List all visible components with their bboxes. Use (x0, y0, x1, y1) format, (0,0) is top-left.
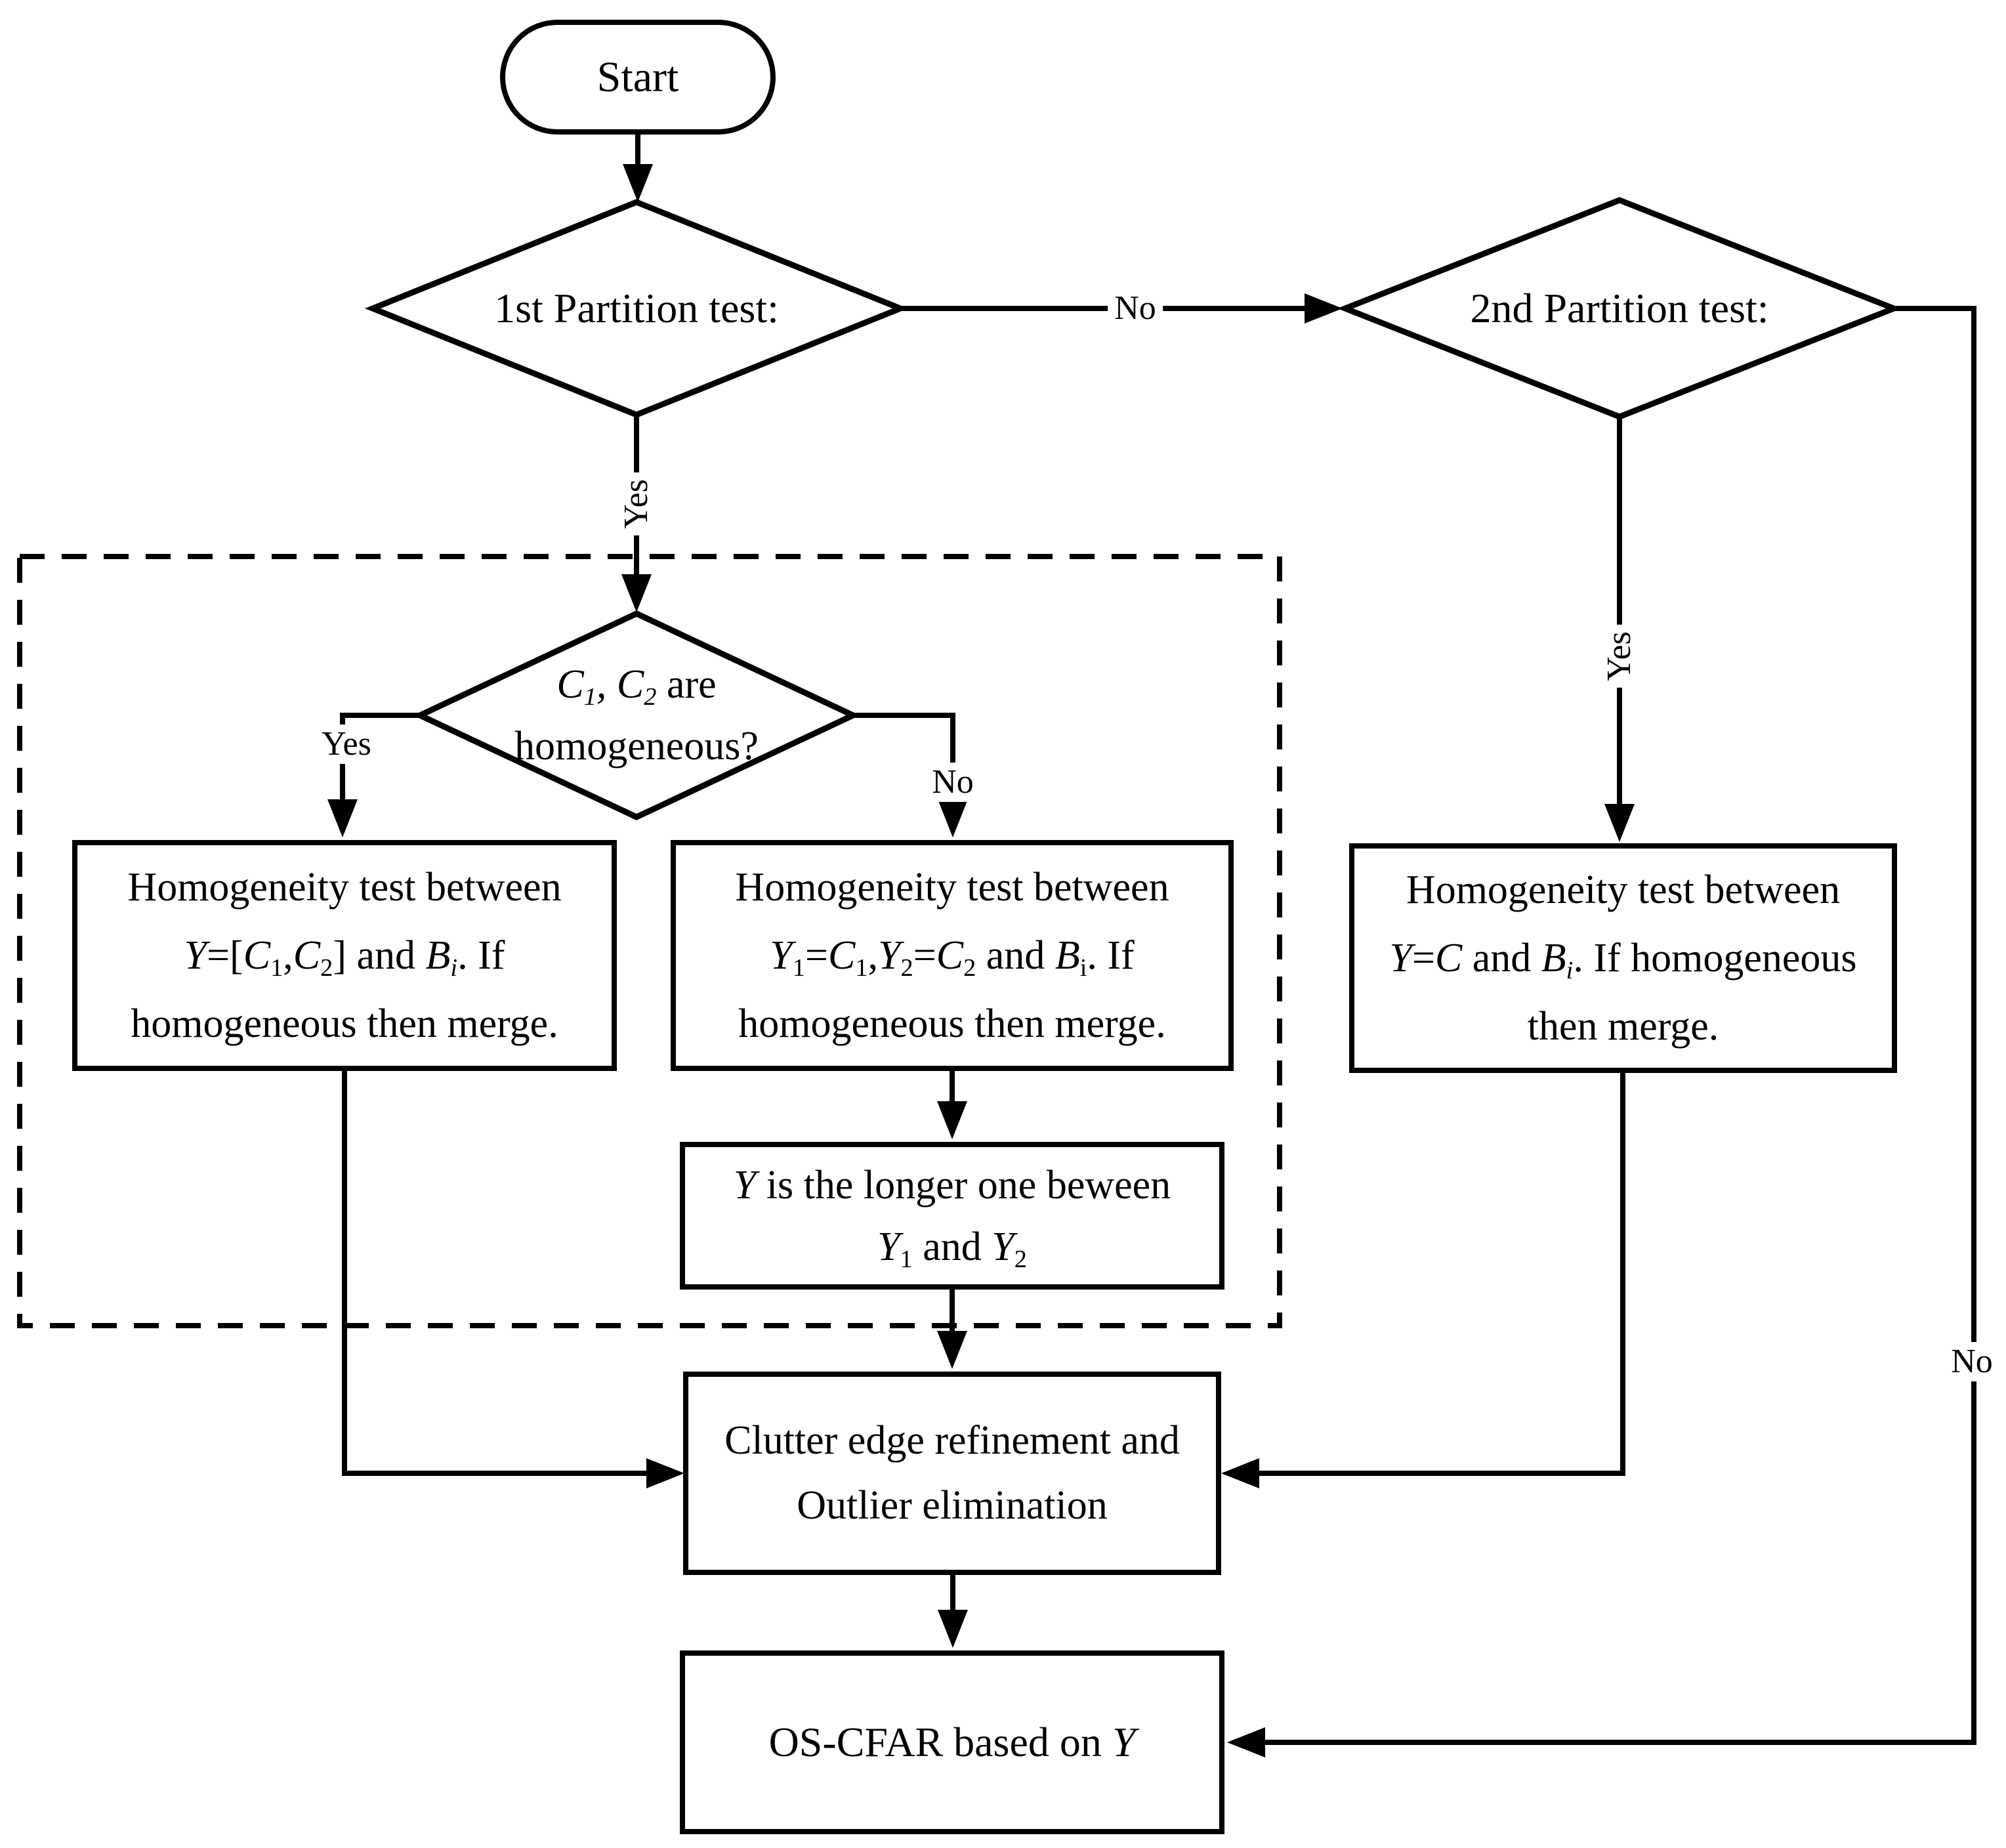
node-start: Start (500, 20, 776, 135)
arrowhead-into-oscfar-right (1227, 1727, 1265, 1757)
node-clutter-edge: Clutter edge refinement and Outlier elim… (683, 1372, 1221, 1575)
merge-whole-line3: then merge. (1527, 1004, 1719, 1049)
clutter-line2: Outlier elimination (797, 1483, 1108, 1528)
node-os-cfar: OS-CFAR based on Y (680, 1650, 1224, 1834)
arrowhead-into-merge-whole (1604, 804, 1635, 842)
edge-label-partition1-yes: Yes (617, 472, 656, 536)
y-longer-line1: Y is the longer one beween (733, 1162, 1171, 1208)
merge-whole-line1: Homogeneity test between (1406, 868, 1841, 912)
node-y-longer: Y is the longer one beween Y1 and Y2 (680, 1142, 1224, 1290)
arrowhead-into-oscfar-top (938, 1610, 968, 1648)
arrowhead-into-clutter-top (937, 1331, 967, 1369)
edge-partition2-no (1264, 306, 1976, 1745)
arrowhead-into-clutter-left (646, 1458, 684, 1488)
arrowhead-into-c1c2 (621, 574, 652, 612)
edge-c1c2-yes (340, 713, 420, 801)
os-cfar-label: OS-CFAR based on Y (768, 1719, 1136, 1765)
node-merge-test-whole: Homogeneity test between Y=C and Bi. If … (1349, 843, 1897, 1073)
merge-joint-line2: Y=[C1,C2] and Bi. If (184, 933, 505, 982)
arrowhead-into-merge-joint (327, 799, 358, 837)
edge-label-partition2-no: No (1944, 1342, 1999, 1381)
y-longer-line2: Y1 and Y2 (877, 1224, 1027, 1273)
edge-label-partition2-yes: Yes (1600, 625, 1639, 688)
decision-shapes (364, 197, 1902, 820)
clutter-line1: Clutter edge refinement and (724, 1418, 1180, 1463)
edge-whole-to-clutter (1258, 1073, 1625, 1476)
partition2-label: 2nd Partition test: (1470, 285, 1769, 331)
merge-split-line2: Y1=C1,Y2=C2 and Bi. If (770, 933, 1135, 982)
edge-label-c1c2-no: No (925, 763, 980, 802)
arrowhead-into-merge-split (938, 799, 968, 837)
arrowhead-into-ylonger (937, 1101, 967, 1139)
c1c2-diamond-shape (413, 610, 860, 820)
merge-split-line1: Homogeneity test between (735, 865, 1169, 910)
node-partition-test-1: 1st Partition test: (373, 202, 900, 415)
arrowhead-into-partition2 (1305, 293, 1343, 324)
edge-label-c1c2-yes: Yes (315, 724, 378, 764)
edge-label-partition1-no: No (1108, 289, 1163, 328)
merge-whole-line2: Y=C and Bi. If homogeneous (1389, 936, 1857, 984)
dashed-group-box (17, 554, 1282, 1328)
node-partition-test-2: 2nd Partition test: (1345, 200, 1894, 417)
c1c2-label-line2: homogeneous? (514, 724, 759, 768)
arrowhead-into-partition1 (623, 164, 653, 202)
node-c1c2-homogeneous: C1, C2 are homogeneous? (420, 614, 853, 817)
c1c2-label-line1: C1, C2 are (556, 662, 717, 711)
partition1-label: 1st Partition test: (494, 285, 779, 331)
arrowhead-into-clutter-right (1221, 1458, 1259, 1488)
node-merge-test-split: Homogeneity test between Y1=C1,Y2=C2 and… (671, 840, 1234, 1071)
node-merge-test-joint: Homogeneity test between Y=[C1,C2] and B… (72, 840, 617, 1071)
start-label: Start (596, 52, 679, 101)
merge-joint-line1: Homogeneity test between (127, 865, 562, 910)
arrowheads (327, 164, 1635, 1757)
partition2-diamond-shape (1337, 197, 1902, 420)
partition1-diamond-shape (364, 199, 909, 418)
merge-joint-line3: homogeneous then merge. (131, 1001, 558, 1046)
edge-joint-to-clutter (342, 1071, 648, 1476)
edge-lines (340, 133, 1976, 1745)
merge-split-line3: homogeneous then merge. (738, 1001, 1166, 1046)
